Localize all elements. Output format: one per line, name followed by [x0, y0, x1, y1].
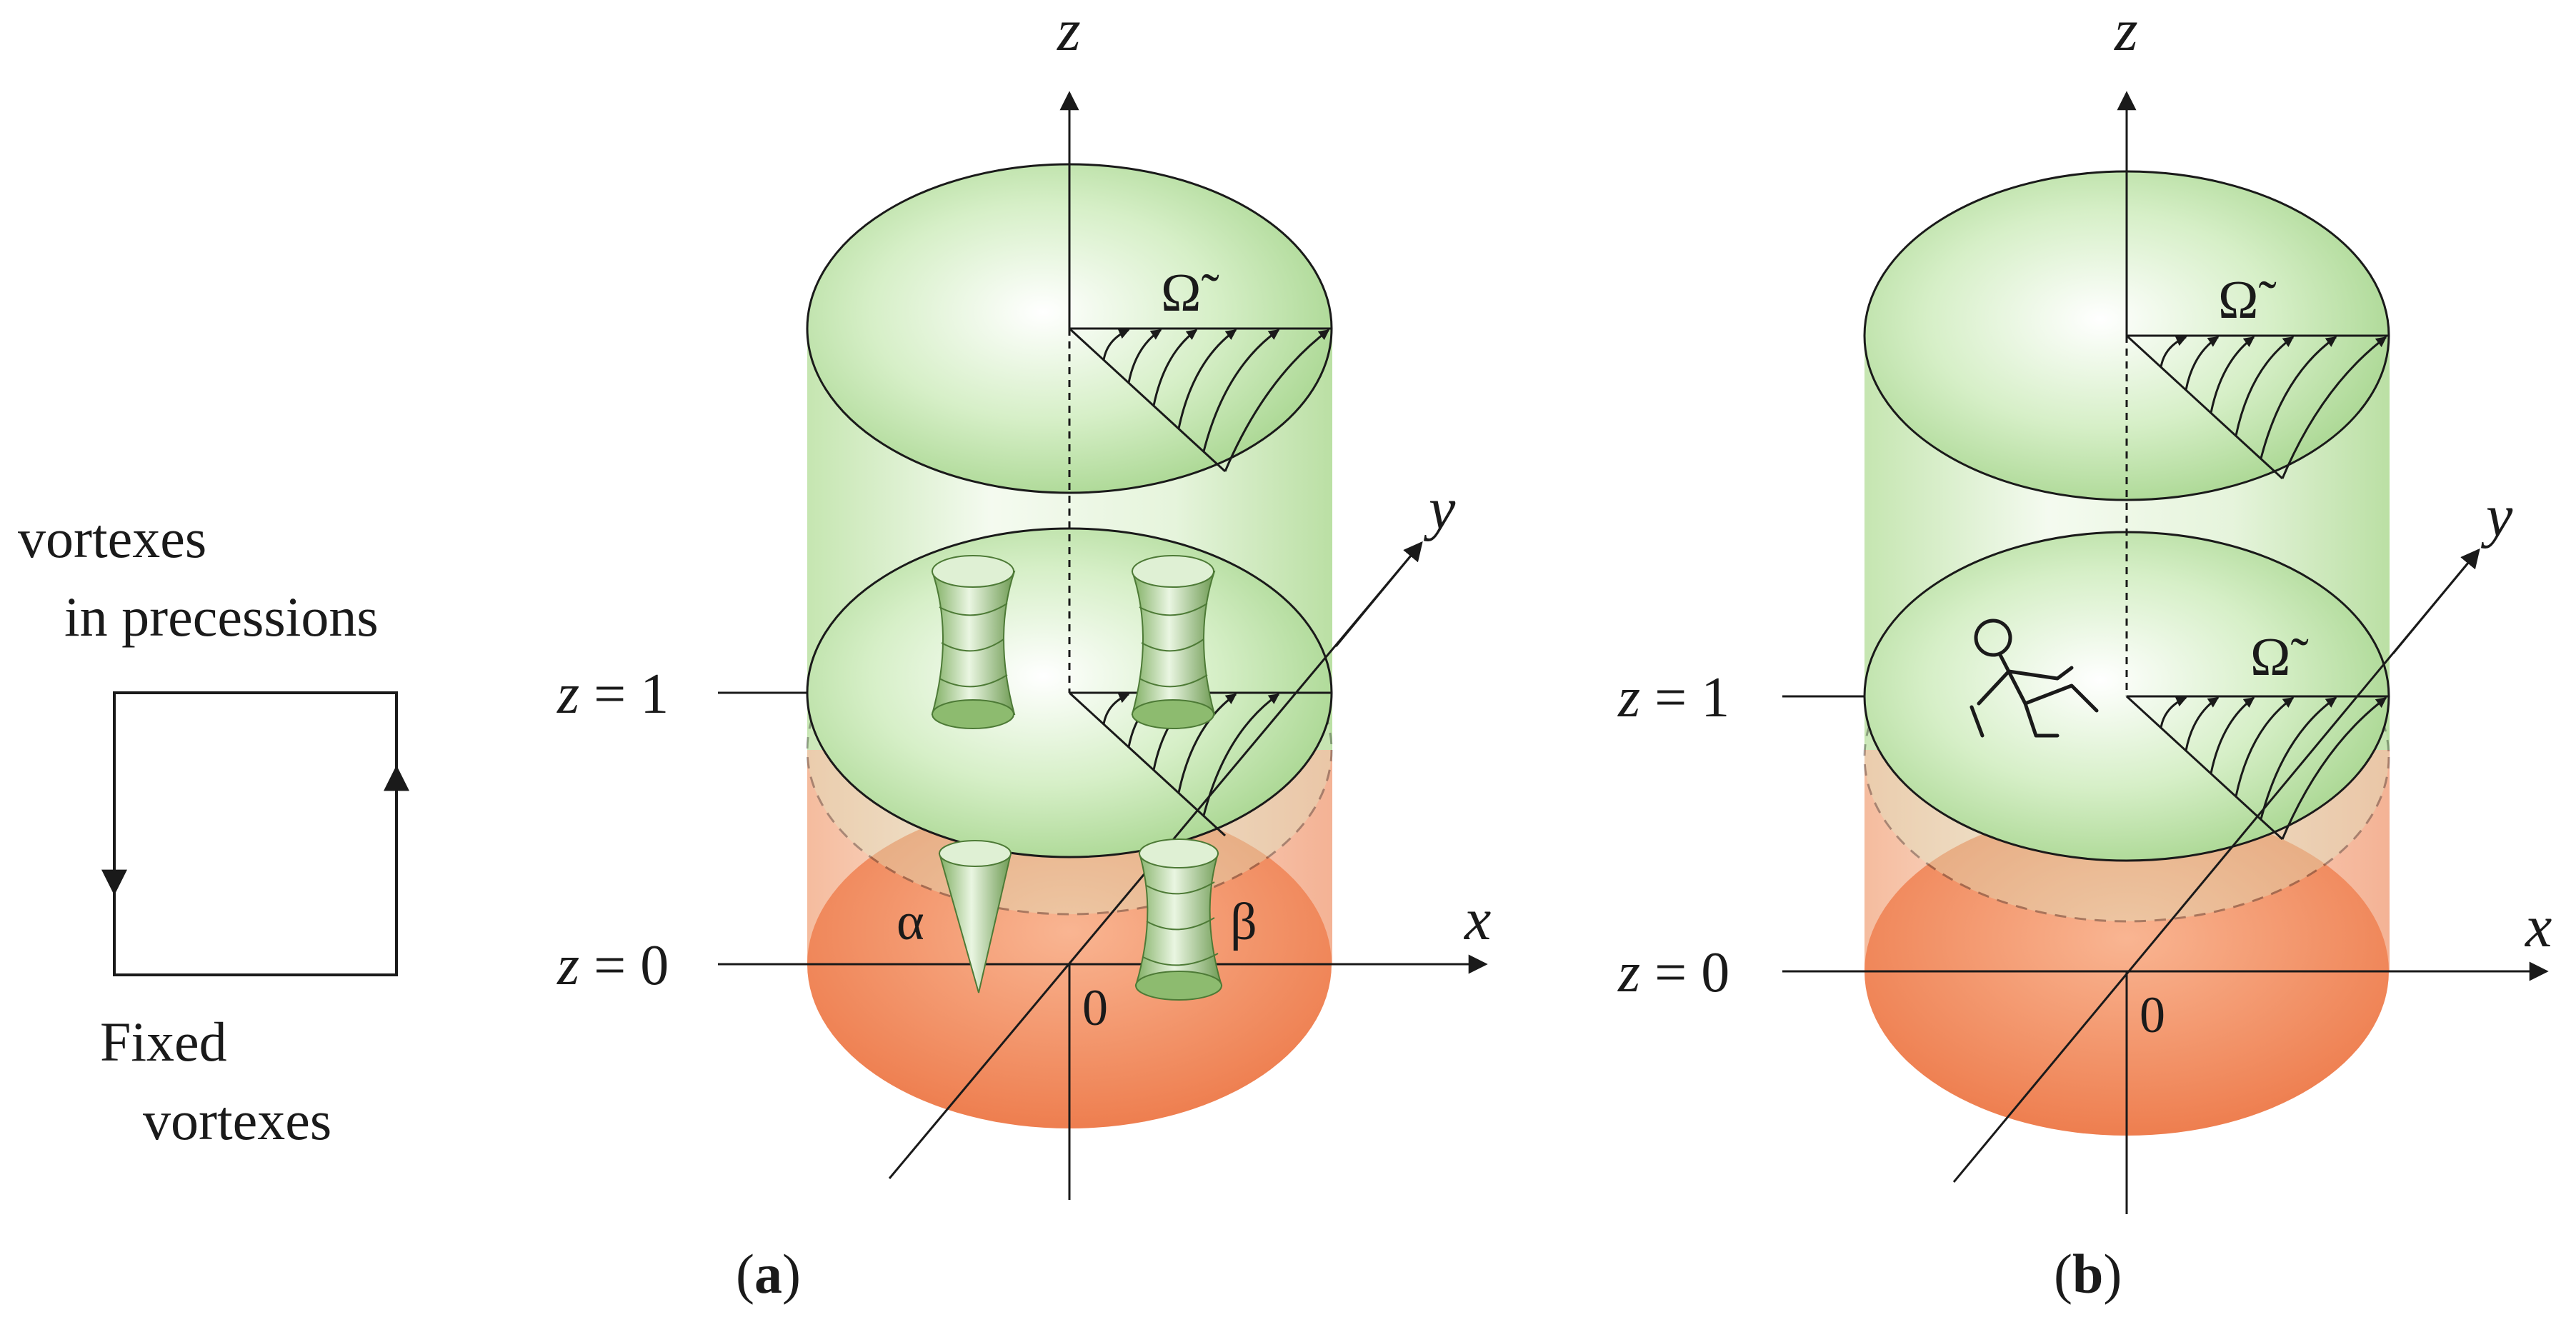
a-vortex-cone-alpha — [938, 840, 1012, 993]
a-vortex-tube-left — [931, 555, 1016, 729]
b-stick-figure — [1970, 619, 2099, 738]
a-vortex-tube-beta — [1134, 838, 1223, 1001]
b-axis-y-label: y — [2480, 483, 2513, 549]
b-origin-label: 0 — [2140, 986, 2165, 1043]
b-caption: (b) — [2054, 1243, 2122, 1305]
panel-b: z y x 0 Ω̃ Ω̃ z = 1 z = 0 (b) — [1617, 0, 2552, 1305]
a-caption: (a) — [736, 1243, 801, 1305]
a-mid-sector-edge — [1068, 691, 1227, 837]
b-level-z1: z = 1 — [1617, 666, 1729, 729]
legend-cycle-box — [113, 691, 398, 976]
b-level-z0: z = 0 — [1617, 941, 1729, 1004]
b-top-sector-edge — [2125, 334, 2284, 480]
a-alpha-label: α — [897, 893, 924, 951]
b-y-axis-arrow — [2392, 548, 2480, 654]
legend-bottom-line2: vortexes — [143, 1089, 331, 1151]
b-axis-x-label: x — [2524, 893, 2552, 960]
a-y-axis-arrow — [1334, 541, 1423, 647]
a-top-sector-edge — [1068, 327, 1227, 473]
b-axis-z-label: z — [2114, 0, 2138, 64]
a-level-z0: z = 0 — [556, 934, 669, 997]
a-axis-y-label: y — [1423, 476, 1456, 542]
a-axis-z-label: z — [1057, 0, 1081, 64]
legend-top-line2: in precessions — [64, 586, 379, 648]
a-level-z1: z = 1 — [556, 663, 669, 726]
a-origin-label: 0 — [1082, 979, 1108, 1036]
b-mid-sector-edge — [2125, 695, 2284, 841]
a-axis-x-label: x — [1463, 886, 1491, 953]
panel-a: z y x 0 Ω̃ α β z = 1 z = 0 (a) — [556, 0, 1491, 1305]
a-vortex-tube-right — [1131, 555, 1216, 729]
legend-bottom-line1: Fixed — [100, 1011, 227, 1073]
b-top-flow-arcs — [2160, 336, 2387, 479]
legend-top-line1: vortexes — [18, 507, 206, 569]
b-mid-flow-arcs — [2160, 696, 2387, 840]
legend: vortexes in precessions Fixed vortexes — [18, 507, 409, 1151]
a-top-flow-arcs — [1102, 329, 1330, 472]
a-beta-label: β — [1230, 893, 1257, 951]
b-y-axis-line — [1952, 549, 2480, 1183]
